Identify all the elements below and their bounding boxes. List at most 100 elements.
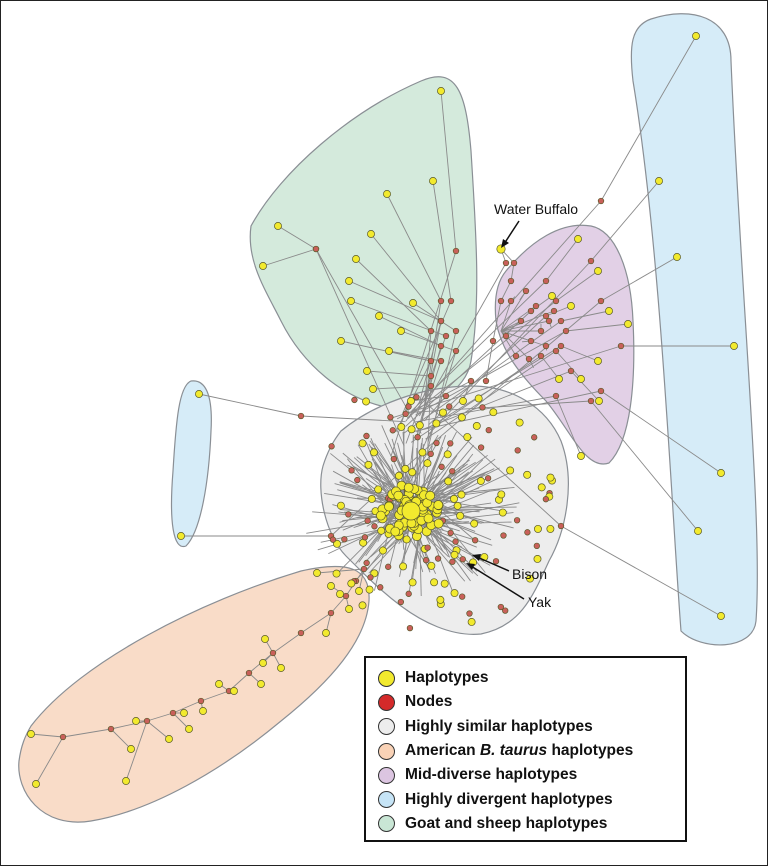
intermediate-node [390,455,398,463]
haplotype-node [399,562,408,571]
haplotype-node [673,253,681,261]
intermediate-node [413,393,420,401]
intermediate-node [527,307,535,315]
intermediate-node [617,342,625,350]
haplotype-node [533,554,542,563]
water-buffalo-arrow [503,220,520,245]
haplotype-node [467,618,476,626]
network-edge [110,728,132,750]
haplotype-node [577,452,585,460]
intermediate-node [438,463,445,470]
intermediate-node [513,517,521,524]
legend-label-part: American [405,742,480,760]
intermediate-node [361,534,369,541]
intermediate-node [354,476,361,484]
intermediate-node [446,403,453,410]
haplotype-node [692,32,700,40]
haplotype-node [577,375,585,383]
haplotype-node [450,550,459,559]
haplotype-node [423,513,434,524]
intermediate-node [471,537,479,544]
intermediate-node [328,443,335,450]
intermediate-node [297,412,305,420]
legend-item: Mid-diverse haplotypes [378,763,685,787]
haplotype-node [433,500,444,510]
legend-label: Mid-diverse haplotypes [405,766,577,784]
intermediate-node [107,725,115,733]
network-edge [146,712,174,722]
intermediate-node [327,609,335,617]
haplotype-node [369,448,378,457]
intermediate-node [597,387,605,395]
haplotype-node [352,255,360,263]
haplotype-node [397,423,406,431]
network-edge [370,233,442,322]
haplotype-node [534,524,542,533]
intermediate-node [389,427,396,434]
intermediate-node [348,467,355,474]
haplotype-node [594,267,602,275]
haplotype-node [444,477,453,486]
intermediate-node [364,517,371,524]
haplotype-node [394,471,403,480]
network-edge [560,345,599,362]
intermediate-node [427,327,435,335]
intermediate-node [512,352,520,360]
haplotype-node [624,320,632,328]
haplotype-node [277,664,285,672]
haplotype-node [365,585,374,594]
network-edge [428,260,592,435]
haplotype-node [362,397,371,406]
haplotype-node [418,448,427,457]
intermediate-node [597,297,605,305]
haplotype-node [383,190,391,198]
intermediate-node [341,536,348,543]
haplotype-node [476,477,485,485]
intermediate-node [552,392,560,400]
region-american-taurus [18,565,370,823]
intermediate-node [522,287,530,295]
network-edge [348,280,442,322]
legend-label-part: Haplotypes [405,669,489,687]
region-highly-divergent-left [170,380,212,548]
haplotype-node [122,777,130,785]
intermediate-node [482,377,490,385]
network-edge [412,302,457,332]
haplotype-node [415,421,424,430]
network-edge [555,395,582,457]
haplotype-node [402,535,411,544]
intermediate-node [433,439,440,447]
haplotype-node [165,735,173,743]
haplotype-node [408,578,417,587]
legend-swatch [378,766,395,784]
haplotype-node [333,539,341,548]
legend-label: Goat and sheep haplotypes [405,815,607,833]
intermediate-node [489,337,497,345]
haplotype-node [397,327,405,335]
haplotype-node [506,466,515,475]
intermediate-node [507,277,515,285]
haplotype-node [393,490,404,501]
network-edge [393,345,622,418]
haplotype-node [497,490,506,499]
haplotype-node [180,709,188,717]
haplotype-node [355,587,363,595]
intermediate-node [452,327,460,335]
haplotype-node [390,526,401,537]
haplotype-node [472,421,481,430]
intermediate-node [552,297,560,305]
intermediate-node [557,522,565,530]
haplotype-node [523,470,532,479]
bison-arrowhead [472,554,481,561]
network-edge [198,393,302,417]
intermediate-node [562,327,570,335]
haplotype-node [440,579,449,588]
network-edge [355,258,432,332]
haplotype-node [403,482,414,493]
network-edge [146,720,170,740]
network-edge [366,370,432,377]
intermediate-node [387,414,394,421]
network-edge [560,525,722,617]
haplotype-node [409,299,417,307]
intermediate-node [466,610,473,617]
